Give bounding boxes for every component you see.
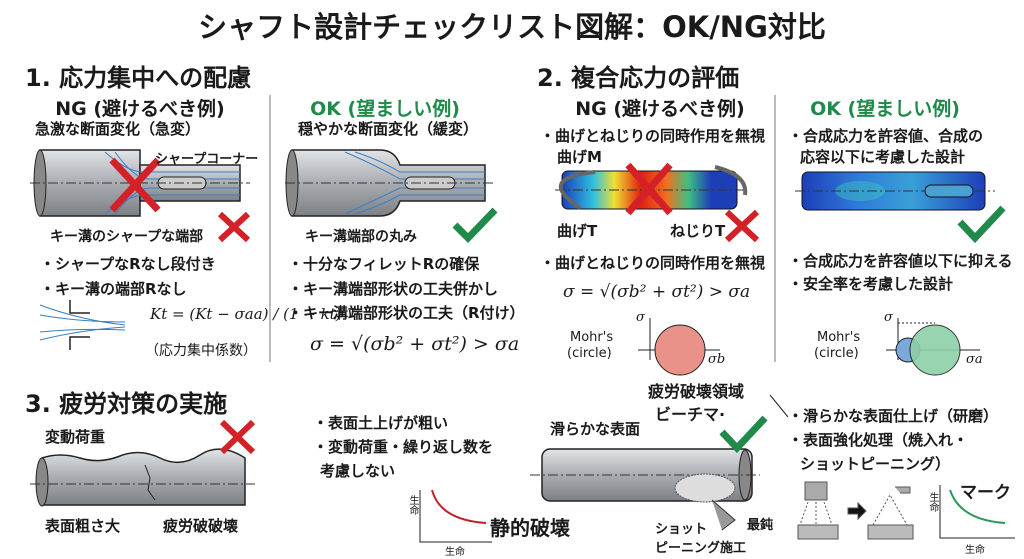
bullet-cont: ショットピーニング） — [800, 455, 951, 473]
smooth-label: 滑らかな表面 — [550, 420, 641, 438]
bullet: ・曲げとねじりの同時作用を無視 — [540, 254, 766, 272]
bullet-cont: 考慮しない — [320, 462, 396, 480]
bullet: ・キー溝の端部Rなし — [40, 280, 187, 298]
ok-stress-contour-shaft — [795, 171, 995, 211]
axis-label: σ — [636, 310, 645, 325]
ok-label: OK (望ましい例) — [310, 98, 460, 120]
fatigue-label: 疲労破破壊 — [163, 517, 239, 535]
shot-label: ショット — [655, 522, 708, 537]
torsion-t-label: ねじりT — [670, 222, 726, 240]
ng-caption: 急激な断面変化（急変） — [35, 120, 201, 138]
ok-caption: 穏やかな断面変化（緩変） — [298, 120, 479, 138]
ok-check-icon — [957, 205, 1006, 244]
mohr-label: Mohr's — [817, 330, 861, 345]
ok-filleted-shaft — [285, 149, 495, 217]
beach-mark-label: ビーチマ· — [655, 405, 726, 424]
shot-label: ピーニング施工 — [655, 541, 747, 556]
mark-label: マーク — [960, 483, 1011, 503]
ng-cross-icon — [724, 209, 760, 243]
axis-label: 生命 — [407, 495, 418, 515]
shot-peening-process-icon — [797, 481, 914, 540]
bullet: ・キー溝端部形状の工夫併かし — [288, 280, 499, 298]
ng-cross-icon — [217, 211, 251, 243]
crack-icon — [144, 464, 156, 501]
bullet: ・変動荷重・繰り返し数を — [313, 438, 494, 456]
mohr-label: Mohr's — [570, 330, 614, 345]
bullet: ・キー溝端部形状の工夫（R付け） — [288, 304, 525, 322]
axis-label: 生命 — [445, 547, 465, 558]
sn-graph-ok — [939, 485, 1015, 539]
sn-graph-ng — [419, 489, 492, 543]
axis-label: 生命 — [965, 545, 985, 556]
bend-m-label: 曲げM — [557, 148, 602, 166]
keyway-label: キー溝のシャープな端部 — [50, 229, 204, 245]
axis-label: σb — [708, 352, 726, 367]
rough-label: 表面粗さ大 — [45, 517, 121, 535]
ok-check-icon — [452, 207, 498, 243]
static-failure-label: 静的破壊 — [490, 516, 570, 540]
rough-shaft — [30, 448, 255, 507]
bullet: ・表面土上げが粗い — [313, 414, 449, 432]
bend-t-label: 曲げT — [557, 222, 598, 240]
stress-flow-icon — [39, 300, 126, 350]
bullet: ・十分なフィレットRの確保 — [288, 255, 480, 273]
torsion-arrow-icon — [714, 165, 748, 196]
mohr-label: (circle) — [814, 346, 859, 361]
section-3-heading: 3. 疲労対策の実施 — [25, 390, 228, 418]
bullet: ・滑らかな表面仕上げ（研磨） — [788, 407, 999, 425]
keyway-label: キー溝端部の丸み — [305, 229, 417, 245]
sharp-corner-label: シャープコーナー — [155, 152, 259, 167]
dull-label: 最鈍 — [747, 518, 774, 533]
ng-cross-icon — [219, 419, 256, 455]
axis-label: σa — [966, 352, 983, 367]
bullet: ・曲げとねじりの同時作用を無視 — [540, 127, 766, 145]
arrow-right-icon — [847, 501, 867, 521]
load-label: 変動荷重 — [45, 428, 106, 446]
ok-check-icon — [719, 415, 768, 454]
leader-line — [769, 394, 789, 418]
fatigue-region-label: 疲労破壊領域 — [648, 382, 745, 401]
section-1-heading: 1. 応力集中への配慮 — [25, 64, 252, 92]
smooth-shaft — [530, 448, 760, 531]
bullet: ・合成応力を許容値、合成の — [788, 127, 984, 145]
shot-particles — [674, 473, 736, 503]
page-title: シャフト設計チェックリスト図解：OK/NG対比 — [198, 10, 826, 44]
kt-note: （応力集中係数） — [145, 343, 257, 359]
ok-label: OK (望ましい例) — [810, 98, 960, 120]
bullet: ・表面強化処理（焼入れ・ — [788, 431, 969, 449]
mohr-circle-ng — [638, 318, 720, 376]
ng-stepped-shaft — [30, 149, 250, 217]
section-2-heading: 2. 複合応力の評価 — [537, 64, 740, 92]
ng-label: NG (避けるべき例) — [55, 98, 225, 120]
axis-label: σ — [884, 310, 893, 325]
mohr-label: (circle) — [567, 346, 612, 361]
axis-label: 生命 — [927, 492, 938, 512]
bullet: ・シャープなRなし段付き — [40, 255, 216, 273]
ng-stress-contour-shaft — [555, 162, 748, 216]
stress-formula: σ = √(σb² + σt²) > σa — [563, 282, 751, 302]
shot-nozzle-icon — [711, 499, 736, 531]
bending-arrow-icon — [558, 170, 596, 210]
mohr-circle-ok — [886, 318, 980, 376]
kt-formula: Kt = (Kt − σaa) / (1 − kt) — [150, 305, 342, 323]
ng-label: NG (避けるべき例) — [575, 98, 745, 120]
bullet: ・安全率を考慮した設計 — [788, 275, 954, 293]
stress-formula: σ = √(σb² + σt²) > σa — [310, 333, 520, 355]
bullet: ・合成応力を許容値以下に抑える — [788, 252, 1013, 270]
bullet-cont: 応容以下に考慮した設計 — [800, 148, 966, 166]
